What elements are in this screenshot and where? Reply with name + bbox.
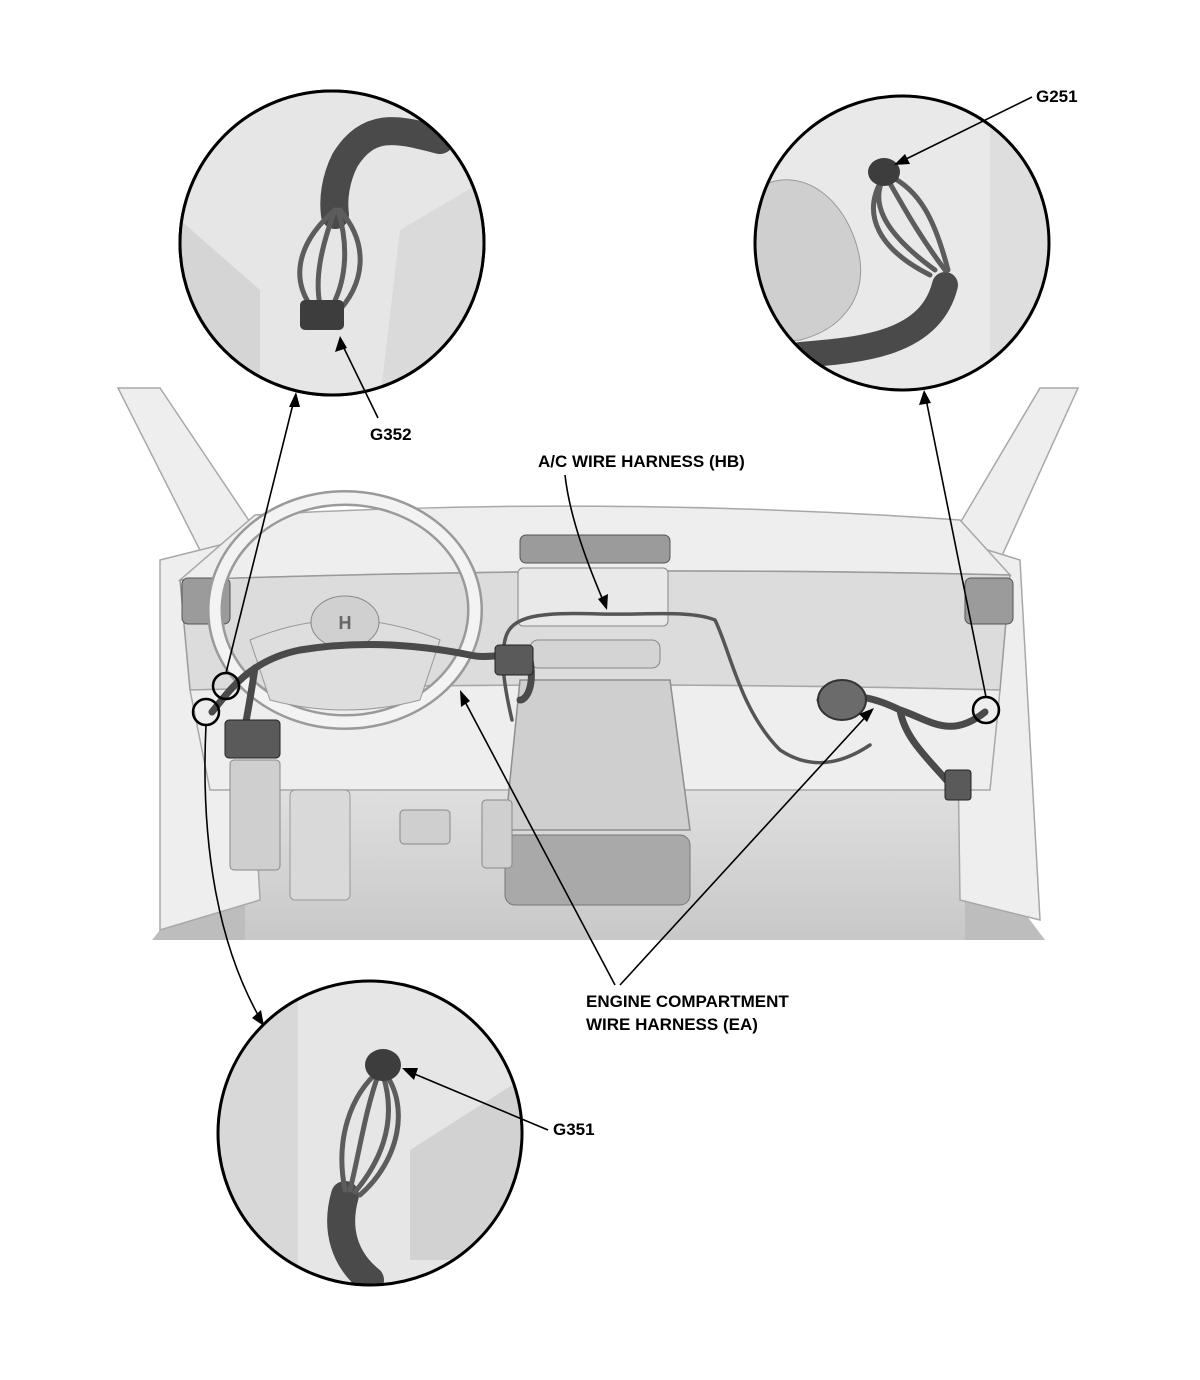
- ground-terminal-g352: [300, 300, 344, 330]
- harness-sleeve-g352: [320, 117, 454, 229]
- steering-wheel: H: [207, 490, 483, 730]
- ground-terminal-g251: [868, 158, 900, 186]
- harness-sleeve-g251: [787, 272, 958, 368]
- left-kick-panel: [229, 759, 281, 871]
- center-connector: [494, 644, 534, 676]
- dashboard-illustration: H: [116, 387, 1080, 940]
- label-g352: G352: [370, 425, 412, 444]
- label-g251: G251: [1036, 87, 1078, 106]
- console-armrest: [504, 834, 691, 906]
- label-ac-wire-harness: A/C WIRE HARNESS (HB): [538, 452, 745, 471]
- brand-logo-mark: H: [339, 613, 352, 633]
- center-display: [517, 567, 669, 627]
- ground-terminal-g351: [365, 1049, 401, 1081]
- accelerator-pedal: [481, 799, 513, 869]
- left-connector-cluster: [224, 719, 281, 759]
- leader-lines: [204, 96, 1033, 1131]
- firewall-grommet: [817, 679, 867, 721]
- zoom-detail-g352: [178, 89, 486, 397]
- right-air-vent: [964, 577, 1014, 625]
- dead-pedal: [289, 789, 351, 901]
- label-engine-harness-line2: WIRE HARNESS (EA): [586, 1015, 758, 1034]
- ac-wire-harness: [503, 611, 872, 765]
- label-engine-harness-line1: ENGINE COMPARTMENT: [586, 992, 789, 1011]
- zoom-detail-g351: [216, 979, 524, 1287]
- climate-panel: [529, 639, 661, 669]
- right-connector: [944, 769, 972, 801]
- center-air-vent: [519, 534, 671, 564]
- callout-labels: G251 G352 G351 A/C WIRE HARNESS (HB) ENG…: [370, 87, 1078, 1139]
- brake-pedal: [399, 809, 451, 845]
- harness-sleeve-g351: [327, 1181, 384, 1285]
- center-console: [504, 679, 691, 831]
- zoom-detail-g251: [753, 94, 1051, 392]
- label-g351: G351: [553, 1120, 595, 1139]
